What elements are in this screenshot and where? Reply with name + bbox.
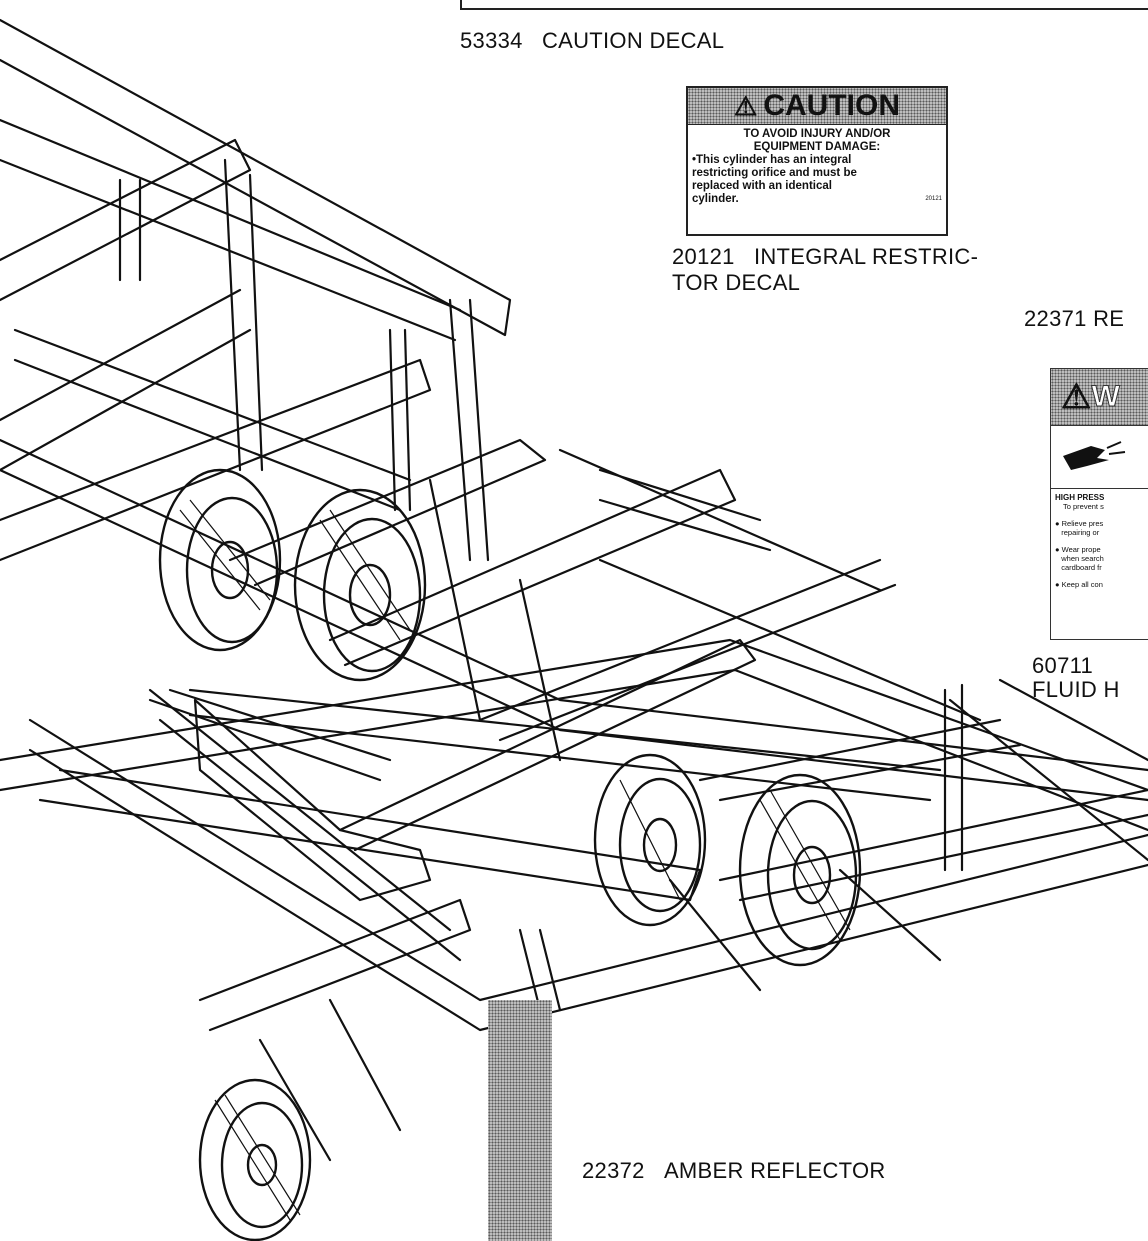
fluid-warning-decal-label: 60711 FLUID H <box>1032 654 1120 702</box>
warning-bullet-2b: when search <box>1061 554 1104 563</box>
decal-body-line-1: •This cylinder has an integral <box>692 154 852 166</box>
decal-caution-title: CAUTION <box>763 89 900 122</box>
integral-decal-name-1: INTEGRAL RESTRIC- <box>753 244 979 269</box>
caution-decal-label: 53334 CAUTION DECAL <box>460 28 724 54</box>
warning-bullet-1a: Relieve pres <box>1061 519 1104 528</box>
fluid-decal-name: FLUID H <box>1032 677 1120 702</box>
caution-decal-name: CAUTION DECAL <box>541 28 725 53</box>
warning-triangle-icon: ⚠ <box>1061 378 1092 416</box>
amber-reflector-swatch <box>488 1000 552 1241</box>
decal-code: 20121 <box>925 196 942 202</box>
fluid-decal-part: 60711 <box>1032 653 1094 678</box>
integral-decal-part: 20121 <box>672 244 735 269</box>
warning-bullet-2a: Wear prope <box>1061 545 1101 554</box>
warning-line-1: To prevent s <box>1063 502 1104 511</box>
red-reflector-label-partial: 22371 RE <box>1024 306 1125 331</box>
hand-injury-pictogram <box>1051 426 1148 489</box>
warning-header: ⚠ W <box>1051 369 1148 426</box>
integral-decal-name-2: TOR DECAL <box>672 270 801 295</box>
decal-sub-line-2: EQUIPMENT DAMAGE: <box>753 141 881 153</box>
integral-decal-label: 20121 INTEGRAL RESTRIC- TOR DECAL <box>672 244 978 296</box>
warning-triangle-icon: ⚠ <box>734 90 758 121</box>
warning-title: HIGH PRESS <box>1055 493 1105 502</box>
warning-header-text: W <box>1091 380 1120 414</box>
amber-reflector-label: 22372 AMBER REFLECTOR <box>582 1158 886 1184</box>
top-decal-border <box>460 0 1148 10</box>
amber-reflector-name: AMBER REFLECTOR <box>663 1158 886 1183</box>
decal-body-line-3: replaced with an identical <box>692 180 832 192</box>
decal-body-line-4: cylinder. <box>692 193 739 205</box>
warning-bullet-1b: repairing or <box>1061 528 1100 537</box>
decal-sub-line-1: TO AVOID INJURY AND/OR <box>743 128 891 140</box>
caution-decal-part: 53334 <box>460 28 523 53</box>
high-pressure-warning-decal: ⚠ W HIGH PRESS To prevent s ● Relieve pr… <box>1050 368 1148 640</box>
decal-caution-header: ⚠ CAUTION <box>688 88 946 125</box>
amber-reflector-part: 22372 <box>582 1158 645 1183</box>
integral-restrictor-decal: ⚠ CAUTION TO AVOID INJURY AND/OR EQUIPME… <box>686 86 948 236</box>
warning-bullet-3: Keep all con <box>1061 580 1103 589</box>
decal-body-line-2: restricting orifice and must be <box>692 167 857 179</box>
warning-bullet-2c: cardboard fr <box>1061 563 1102 572</box>
